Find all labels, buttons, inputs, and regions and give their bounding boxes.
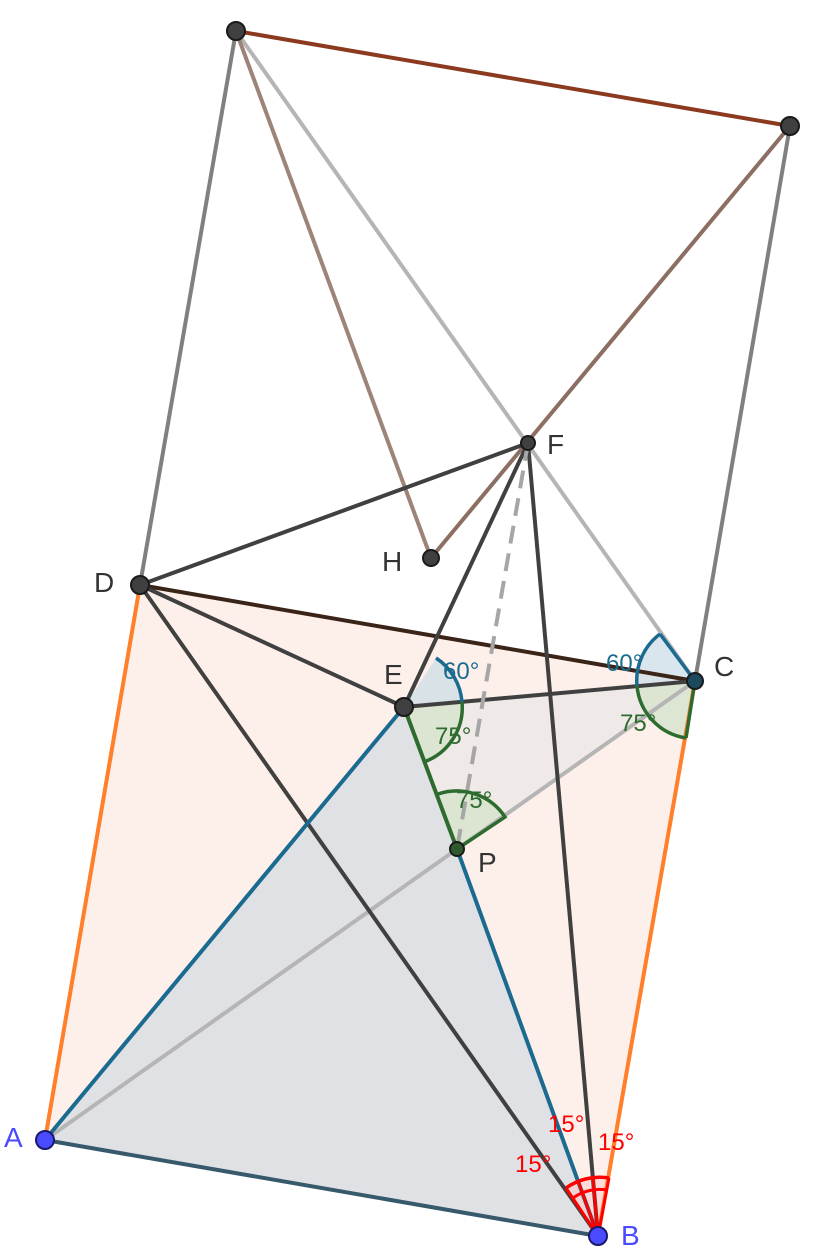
segment-top-right-to-h bbox=[429, 124, 792, 560]
point-h[interactable] bbox=[422, 549, 440, 567]
label-f: F bbox=[547, 429, 564, 460]
angle-c-75-fill bbox=[637, 681, 695, 738]
angle-c-60-side bbox=[658, 632, 697, 683]
angle-label-b-15-left: 15° bbox=[515, 1151, 551, 1178]
segment-dc bbox=[139, 583, 696, 683]
angle-label-c-60: 60° bbox=[606, 650, 642, 677]
point-b[interactable] bbox=[588, 1226, 608, 1246]
angle-p-75-fill bbox=[438, 790, 505, 849]
point-p[interactable] bbox=[449, 841, 465, 857]
segment-fb bbox=[526, 442, 600, 1237]
angle-label-b-15-right: 15° bbox=[598, 1129, 634, 1156]
segment-bc bbox=[596, 680, 697, 1237]
segment-pb bbox=[455, 848, 600, 1237]
point-d[interactable] bbox=[130, 575, 150, 595]
angle-label-b-15-mid: 15° bbox=[548, 1111, 584, 1138]
label-h: H bbox=[382, 546, 402, 577]
angle-b-arc-inner bbox=[572, 1187, 608, 1200]
segment-ep bbox=[402, 706, 459, 850]
segment-ab bbox=[44, 1138, 599, 1238]
segment-ae bbox=[43, 705, 406, 1142]
point-top-left[interactable] bbox=[226, 21, 246, 41]
label-e: E bbox=[384, 659, 403, 690]
segment-fp-dashed bbox=[455, 442, 530, 850]
segment-df bbox=[139, 441, 529, 587]
label-c: C bbox=[714, 651, 734, 682]
point-c[interactable] bbox=[686, 672, 704, 690]
angle-c-75-side bbox=[684, 680, 697, 739]
triangle-abe-fill bbox=[45, 707, 598, 1236]
label-a: A bbox=[4, 1122, 23, 1153]
angle-b-arc-outer bbox=[564, 1175, 610, 1190]
angle-c-60-arc bbox=[634, 632, 662, 687]
point-f[interactable] bbox=[520, 435, 536, 451]
angle-label-e-60: 60° bbox=[443, 658, 479, 685]
point-a[interactable] bbox=[35, 1130, 55, 1150]
segment-top bbox=[235, 29, 791, 128]
point-e[interactable] bbox=[394, 697, 414, 717]
point-top-right[interactable] bbox=[780, 116, 800, 136]
label-b: B bbox=[621, 1220, 640, 1251]
angle-label-p-75: 75° bbox=[456, 787, 492, 814]
segment-de bbox=[139, 583, 405, 709]
segment-top-left-to-h bbox=[234, 30, 433, 559]
segment-c-top-right bbox=[693, 125, 792, 682]
segment-d-top-left bbox=[138, 30, 238, 586]
segment-ef bbox=[402, 442, 530, 708]
segment-db bbox=[138, 583, 600, 1238]
angle-label-c-75: 75° bbox=[620, 710, 656, 737]
angle-label-e-75: 75° bbox=[435, 723, 471, 750]
label-p: P bbox=[478, 847, 497, 878]
segment-ad bbox=[43, 584, 142, 1141]
label-d: D bbox=[94, 567, 114, 598]
angle-e-75-arc bbox=[423, 701, 465, 764]
angle-e-60-arc bbox=[435, 656, 464, 703]
angle-p-75-arc bbox=[437, 789, 508, 851]
segment-top-left-to-c bbox=[234, 29, 697, 683]
angle-c-75-arc bbox=[635, 685, 687, 740]
